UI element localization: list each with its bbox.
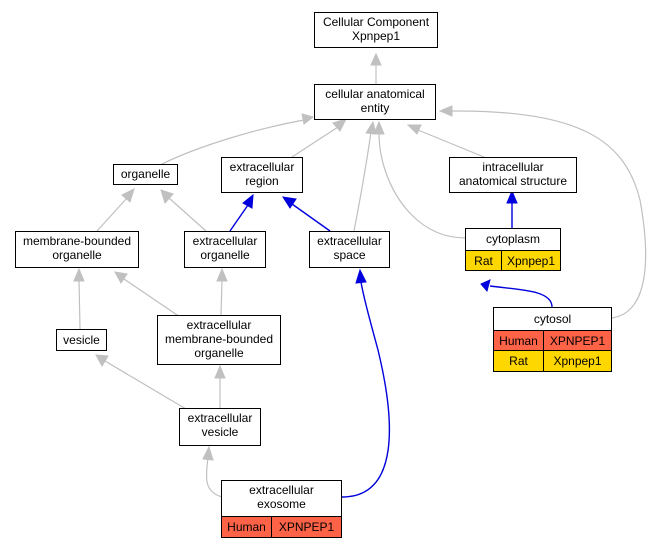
- arrowhead: [121, 188, 135, 203]
- edge-cytosol-to-cytoplasm: [489, 285, 553, 308]
- arrowhead: [114, 271, 128, 284]
- edge-region-to-entity: [291, 126, 339, 158]
- node-extracellular-organelle[interactable]: extracellular organelle: [184, 231, 266, 268]
- arrowhead: [406, 124, 422, 135]
- arrowhead: [438, 105, 453, 117]
- edge-cytosol-to-entity: [449, 110, 647, 319]
- node-label: space: [333, 248, 365, 262]
- node-intracellular-anatomical-structure[interactable]: intracellular anatomical structure: [449, 157, 577, 193]
- arrowhead: [242, 193, 254, 209]
- node-label: vesicle: [63, 333, 100, 347]
- node-label: extracellular: [187, 318, 252, 332]
- gene-cell-human: [271, 516, 342, 538]
- edge-ext-membrane-to-ext-organelle: [220, 279, 223, 316]
- node-extracellular-region[interactable]: extracellular region: [221, 157, 303, 193]
- node-label: extracellular: [230, 160, 295, 174]
- gene-cell-rat: [501, 250, 561, 271]
- node-label: extracellular: [317, 234, 382, 248]
- arrowhead: [365, 120, 377, 135]
- node-cellular-anatomical-entity[interactable]: cellular anatomical entity: [314, 84, 436, 120]
- gene-label: XPNPEP1: [279, 520, 335, 534]
- node-label: organelle: [194, 346, 244, 360]
- is-a-edges: [73, 52, 647, 498]
- node-cellular-component[interactable]: Cellular Component Xpnpep1: [314, 12, 438, 48]
- edge-space-to-region: [291, 203, 331, 232]
- gene-label: Xpnpep1: [553, 354, 601, 368]
- part-of-edges: [229, 189, 553, 498]
- gene-label: Xpnpep1: [507, 254, 555, 268]
- node-label: extracellular: [193, 234, 258, 248]
- node-label: intracellular: [482, 160, 543, 174]
- edge-ext-membrane-to-membrane-bounded: [123, 278, 181, 318]
- node-organelle[interactable]: organelle: [113, 164, 178, 185]
- node-extracellular-space[interactable]: extracellular space: [309, 231, 390, 268]
- node-label: entity: [361, 101, 390, 115]
- species-label: Rat: [509, 354, 528, 368]
- edge-organelle-to-entity: [159, 119, 305, 166]
- edge-ext-vesicle-to-vesicle: [104, 360, 187, 410]
- arrowhead: [301, 113, 315, 125]
- node-label: cytosol: [534, 312, 571, 326]
- edge-ext-organelle-to-region: [229, 204, 249, 232]
- node-label: extracellular: [188, 411, 253, 425]
- node-label: membrane-bounded: [165, 332, 273, 346]
- edge-membrane-bounded-to-organelle: [96, 197, 128, 232]
- species-label: Rat: [474, 254, 493, 268]
- arrowhead: [73, 267, 85, 282]
- node-label: membrane-bounded: [23, 234, 131, 248]
- node-extracellular-exosome[interactable]: extracellular exosome Human XPNPEP1: [221, 480, 342, 538]
- arrowhead: [202, 445, 214, 461]
- gene-cell-rat: [543, 350, 612, 372]
- node-label: extracellular: [249, 483, 314, 497]
- node-label: cytoplasm: [486, 232, 540, 246]
- species-label: Human: [227, 520, 266, 534]
- arrowhead: [480, 279, 491, 293]
- node-label: vesicle: [202, 425, 239, 439]
- edge-ext-organelle-to-organelle: [168, 197, 207, 232]
- arrowhead: [370, 52, 382, 66]
- edge-cytoplasm-to-entity: [378, 131, 467, 239]
- species-label: Human: [499, 334, 538, 348]
- arrowhead: [216, 267, 228, 282]
- node-label: Cellular Component: [323, 15, 430, 29]
- node-label: anatomical structure: [459, 174, 567, 188]
- arrowhead: [95, 354, 109, 368]
- node-vesicle[interactable]: vesicle: [56, 329, 107, 351]
- arrowhead: [160, 189, 174, 204]
- edge-intracellular-to-entity: [417, 129, 485, 158]
- gene-label: XPNPEP1: [550, 334, 606, 348]
- node-cytoplasm[interactable]: cytoplasm Rat Xpnpep1: [465, 228, 561, 271]
- node-label: organelle: [121, 167, 171, 181]
- node-cytosol[interactable]: cytosol Human XPNPEP1 Rat Xpnpep1: [493, 307, 612, 372]
- node-extracellular-vesicle[interactable]: extracellular vesicle: [179, 408, 261, 446]
- arrowhead: [332, 118, 347, 132]
- arrowhead: [373, 120, 385, 135]
- node-membrane-bounded-organelle[interactable]: membrane-bounded organelle: [15, 231, 139, 268]
- arrowhead: [355, 268, 367, 284]
- node-label: Xpnpep1: [352, 29, 400, 43]
- node-label: region: [245, 174, 278, 188]
- node-label: exosome: [257, 497, 306, 511]
- node-label: cellular anatomical: [325, 87, 424, 101]
- arrowhead: [214, 364, 226, 379]
- edge-exosome-to-ext-vesicle: [205, 457, 223, 498]
- node-extracellular-membrane-bounded-organelle[interactable]: extracellular membrane-bounded organelle: [157, 315, 281, 365]
- node-label: organelle: [52, 248, 102, 262]
- arrowhead: [281, 196, 297, 209]
- edge-space-to-entity: [353, 131, 372, 232]
- edge-vesicle-to-membrane-bounded: [78, 279, 81, 330]
- node-label: organelle: [200, 248, 250, 262]
- edge-exosome-to-space: [341, 281, 391, 498]
- arrowhead: [506, 189, 518, 204]
